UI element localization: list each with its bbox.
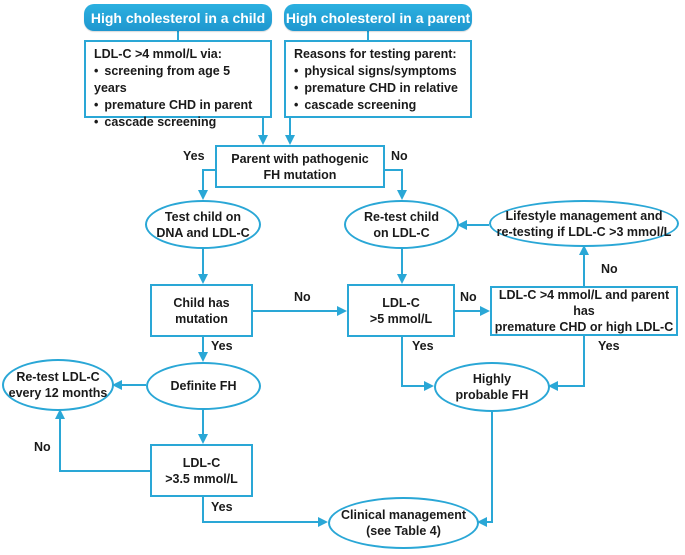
label-yes: Yes [211, 500, 233, 514]
node-text: LDL-C >4 mmol/L and parent has [498, 288, 670, 318]
node-text: re-testing if LDL-C >3 mmol/L [496, 224, 672, 239]
node-text: Definite FH [170, 379, 237, 393]
connector [55, 409, 150, 472]
node-retest-child: Re-test child on LDL-C [344, 200, 459, 249]
list-item: screening from age 5 years [94, 63, 262, 97]
node-highly-probable-fh: Highly probable FH [434, 362, 550, 412]
connector [202, 497, 328, 527]
node-clinical-management: Clinical management (see Table 4) [328, 497, 479, 549]
list-item: physical signs/symptoms [294, 63, 462, 80]
label-no: No [34, 440, 51, 454]
node-text: on LDL-C [373, 225, 430, 240]
node-text: Lifestyle management and [505, 208, 663, 223]
node-definite-fh: Definite FH [146, 362, 261, 410]
label-no: No [294, 290, 311, 304]
label-no: No [460, 290, 477, 304]
node-text: DNA and LDL-C [156, 225, 250, 240]
header-child-label: High cholesterol in a child [90, 9, 266, 26]
connector [385, 169, 407, 200]
connector [548, 336, 585, 391]
parent-criteria-box: Reasons for testing parent: physical sig… [284, 40, 472, 118]
node-text: Test child on [164, 209, 242, 224]
node-text: >3.5 mmol/L [165, 471, 238, 486]
node-text: premature CHD or high LDL-C [494, 320, 674, 334]
node-text: LDL-C [182, 455, 221, 470]
node-child-has-mutation: Child has mutation [150, 284, 253, 337]
child-criteria-title: LDL-C >4 mmol/L via: [94, 47, 222, 61]
node-text: FH mutation [263, 167, 337, 182]
node-text: Highly [472, 372, 512, 386]
node-ldl-gt-3-5: LDL-C >3.5 mmol/L [150, 444, 253, 497]
connector [477, 412, 493, 527]
list-item: premature CHD in relative [294, 80, 462, 97]
node-text: Parent with pathogenic [231, 151, 369, 166]
node-retest-12-months: Re-test LDL-C every 12 months [2, 359, 114, 411]
parent-criteria-title: Reasons for testing parent: [294, 47, 457, 61]
header-child: High cholesterol in a child [84, 4, 272, 31]
node-ldl-gt-5: LDL-C >5 mmol/L [347, 284, 455, 337]
label-yes: Yes [183, 149, 205, 163]
node-text: Re-test LDL-C [16, 370, 100, 384]
node-text: Child has [173, 295, 230, 310]
label-yes: Yes [598, 339, 620, 353]
node-text: mutation [175, 311, 228, 326]
label-no: No [601, 262, 618, 276]
label-no: No [391, 149, 408, 163]
node-test-child: Test child on DNA and LDL-C [145, 200, 261, 249]
header-parent-label: High cholesterol in a parent [285, 9, 471, 26]
label-yes: Yes [211, 339, 233, 353]
node-text: Clinical management [340, 508, 467, 522]
child-criteria-box: LDL-C >4 mmol/L via: screening from age … [84, 40, 272, 129]
node-text: probable FH [455, 388, 529, 402]
list-item: cascade screening [294, 97, 462, 114]
node-text: Re-test child [363, 209, 439, 224]
header-parent: High cholesterol in a parent [284, 4, 472, 31]
connector [401, 337, 434, 391]
node-text: every 12 months [8, 386, 108, 400]
list-item: cascade screening [94, 114, 262, 131]
node-lifestyle: Lifestyle management and re-testing if L… [489, 200, 679, 247]
node-text: >5 mmol/L [369, 311, 433, 326]
node-text: (see Table 4) [366, 524, 441, 538]
node-parent-mutation: Parent with pathogenic FH mutation [215, 145, 385, 188]
node-ldl-gt-4-parent: LDL-C >4 mmol/L and parent has premature… [490, 286, 678, 336]
node-text: LDL-C [382, 295, 420, 310]
connector [198, 169, 215, 200]
list-item: premature CHD in parent [94, 97, 262, 114]
label-yes: Yes [412, 339, 434, 353]
